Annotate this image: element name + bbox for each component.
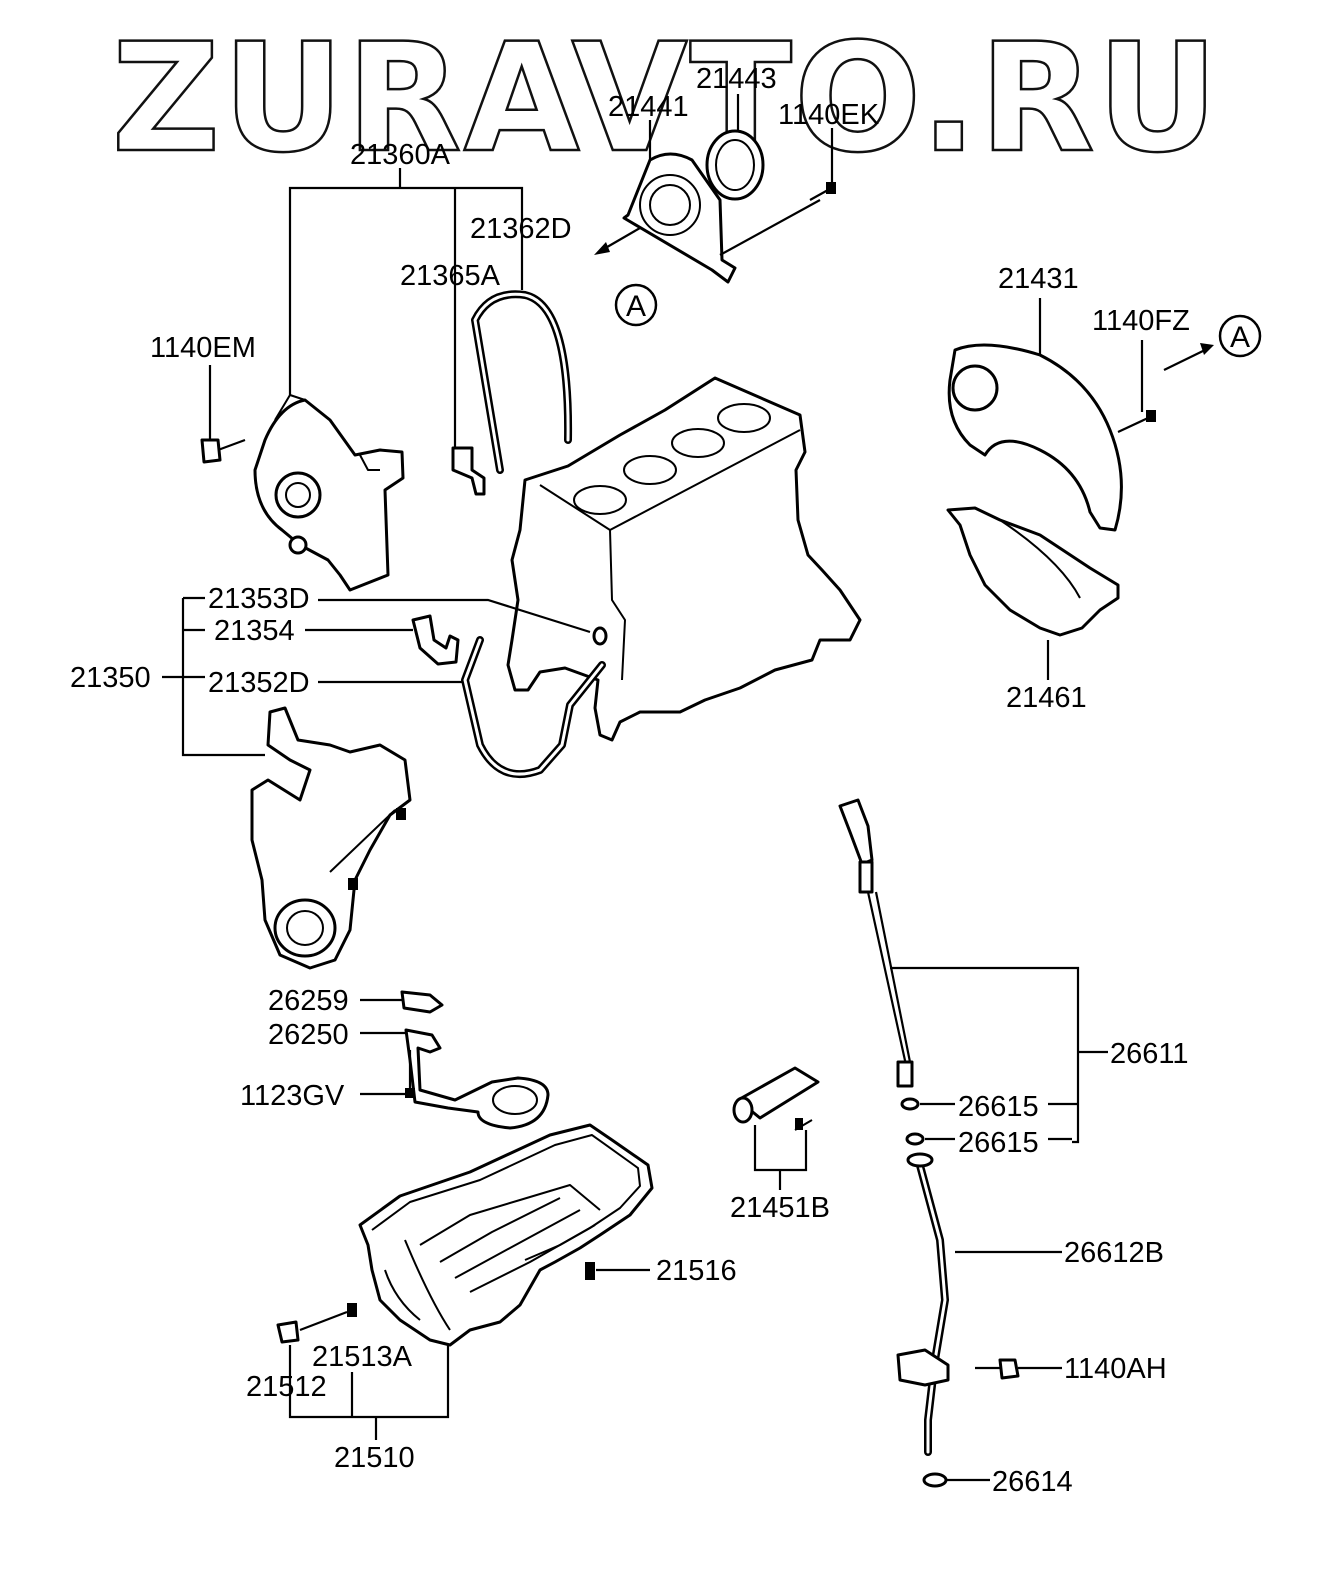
callout-1123GV: 1123GV xyxy=(240,1080,345,1112)
callout-21516: 21516 xyxy=(656,1255,737,1287)
view-marker-a-left: A xyxy=(626,290,646,323)
seal-21365A xyxy=(451,446,486,496)
callout-1140EK: 1140EK xyxy=(778,99,880,131)
cover-plate-21461 xyxy=(946,506,1120,637)
callout-21431: 21431 xyxy=(998,263,1079,295)
oil-pan-21510 xyxy=(358,1123,654,1347)
o-ring-26614 xyxy=(922,1472,948,1488)
callout-21353D: 21353D xyxy=(208,583,310,615)
watermark-text: ZURAVTO.RU xyxy=(112,12,1221,186)
callout-21350: 21350 xyxy=(70,662,151,694)
callout-21510: 21510 xyxy=(334,1442,415,1474)
seal-21353D xyxy=(592,626,608,646)
callout-21360A: 21360A xyxy=(350,139,451,171)
oil-level-gauge-26611 xyxy=(838,798,914,1088)
callout-26612B: 26612B xyxy=(1064,1237,1164,1269)
seal-21354 xyxy=(411,614,460,666)
callout-1140AH: 1140AH xyxy=(1064,1353,1167,1385)
callout-26259: 26259 xyxy=(268,985,349,1017)
callout-21512: 21512 xyxy=(246,1371,327,1403)
upper-timing-cover xyxy=(253,394,405,592)
callout-1140EM: 1140EM xyxy=(150,332,256,364)
oil-screen-26250 xyxy=(404,1028,550,1130)
timing-cover-gasket-21362D xyxy=(471,290,573,474)
callout-26611: 26611 xyxy=(1110,1038,1189,1070)
callout-21441: 21441 xyxy=(608,91,689,123)
o-ring-26615-upper xyxy=(900,1097,920,1111)
callout-26250: 26250 xyxy=(268,1019,349,1051)
callout-21365A: 21365A xyxy=(400,260,501,292)
callout-26615-lower: 26615 xyxy=(958,1127,1039,1159)
callout-21443: 21443 xyxy=(696,63,777,95)
callout-21461: 21461 xyxy=(1006,682,1087,714)
lower-timing-cover xyxy=(250,706,412,970)
bracket-21451B xyxy=(732,1066,820,1131)
guide-tube-26612B xyxy=(896,1152,950,1456)
rear-plate-21431 xyxy=(947,343,1123,532)
arrow-to-view-a-left: A xyxy=(594,227,658,327)
callout-21362D: 21362D xyxy=(470,213,572,245)
callout-21354: 21354 xyxy=(214,615,295,647)
bolt-1140FZ xyxy=(1117,340,1156,433)
callout-21451B: 21451B xyxy=(730,1192,830,1224)
callout-26614: 26614 xyxy=(992,1466,1073,1498)
lower-gasket-21352D xyxy=(461,636,606,778)
callout-26615-upper: 26615 xyxy=(958,1091,1039,1123)
view-marker-a-right: A xyxy=(1230,321,1250,354)
gasket-26259 xyxy=(400,990,444,1014)
rear-oil-seal-case-21441 xyxy=(622,129,836,284)
bolt-1140AH xyxy=(975,1358,1062,1380)
o-ring-26615-lower xyxy=(905,1132,925,1146)
callout-1140FZ: 1140FZ xyxy=(1092,305,1190,337)
bolt-1140EM: 1140EM xyxy=(150,332,256,464)
engine-block xyxy=(506,376,862,742)
callout-21352D: 21352D xyxy=(208,667,310,699)
callout-21513A: 21513A xyxy=(312,1341,413,1373)
arrow-to-view-a-right: A xyxy=(1163,314,1262,371)
